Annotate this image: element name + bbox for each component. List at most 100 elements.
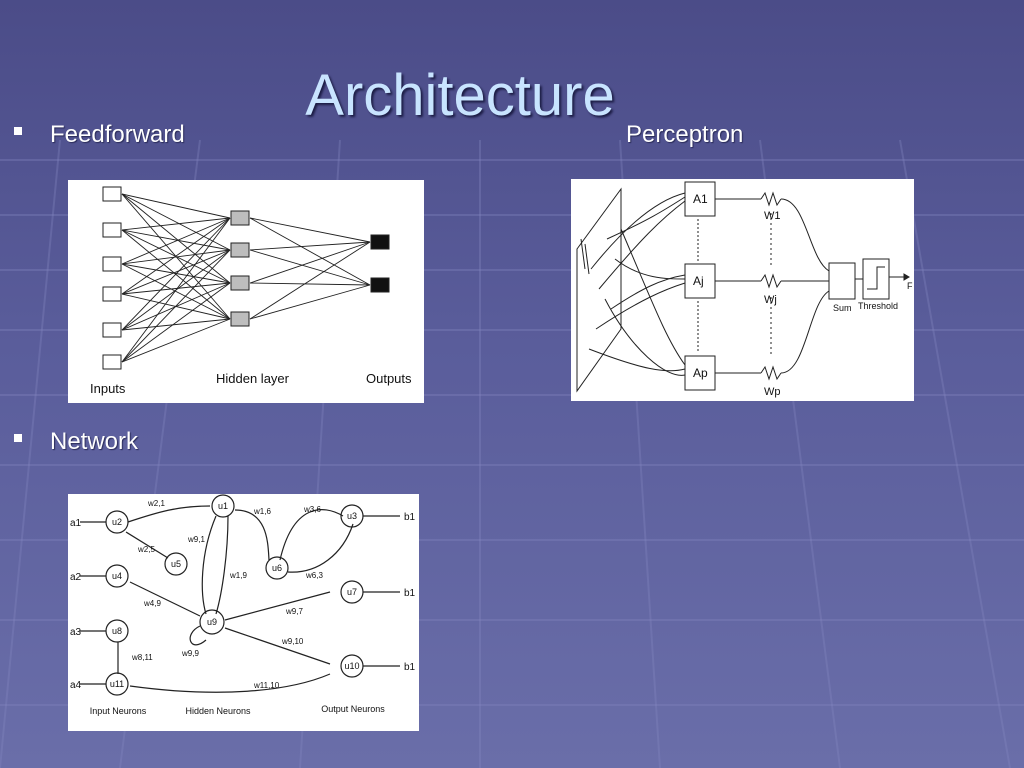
hidden-neurons-label: Hidden Neurons bbox=[185, 706, 251, 716]
threshold-box bbox=[862, 258, 890, 300]
neuron-u2 bbox=[105, 510, 129, 534]
neuron-u2-label: u2 bbox=[112, 517, 122, 527]
edge-u2-u5 bbox=[125, 531, 169, 559]
input-node bbox=[102, 354, 122, 370]
feedforward-edge bbox=[121, 249, 231, 363]
feedforward-edge bbox=[121, 217, 231, 265]
bullet-square-icon bbox=[14, 434, 22, 442]
neuron-u6 bbox=[265, 556, 289, 580]
edge-u9-u1 bbox=[215, 515, 229, 615]
neuron-u9 bbox=[199, 609, 225, 635]
bullet-square-icon bbox=[14, 127, 22, 135]
weight-w19-label: w1,9 bbox=[229, 571, 247, 580]
output-b1-label: b1 bbox=[404, 662, 416, 673]
feedforward-edge bbox=[121, 193, 231, 284]
input-a4-label: a4 bbox=[70, 680, 82, 691]
edge-u1-u9 bbox=[201, 515, 217, 615]
neuron-u5-label: u5 bbox=[171, 559, 181, 569]
feedforward-edge bbox=[121, 193, 231, 219]
neuron-u8 bbox=[105, 619, 129, 643]
inputs-label: Inputs bbox=[90, 381, 126, 396]
bullet-feedforward: Feedforward bbox=[50, 121, 185, 148]
input-node bbox=[102, 186, 122, 202]
perceptron-diagram: A1 Aj Ap W1 Wj Wp Sum Threshold F bbox=[571, 179, 914, 401]
weight-w910-label: w9,10 bbox=[281, 637, 304, 646]
feedforward-edge bbox=[249, 241, 371, 251]
weight-w63-label: w6,3 bbox=[305, 571, 323, 580]
feedforward-edges bbox=[121, 193, 371, 363]
perceptron-connection bbox=[590, 192, 686, 270]
neuron-u11 bbox=[105, 672, 129, 696]
weight-w99-label: w9,9 bbox=[181, 649, 199, 658]
weight-w49-label: w4,9 bbox=[143, 599, 161, 608]
neuron-u6-label: u6 bbox=[272, 563, 282, 573]
perceptron-connection bbox=[588, 348, 686, 372]
perceptron-connection bbox=[595, 282, 686, 330]
ap-label: Ap bbox=[693, 366, 708, 380]
weight-w21-label: w2,1 bbox=[147, 499, 165, 508]
input-node bbox=[102, 256, 122, 272]
feedforward-edge bbox=[121, 263, 231, 320]
feedforward-edge bbox=[121, 249, 231, 295]
perceptron-heading: Perceptron bbox=[626, 121, 744, 148]
feedforward-edge bbox=[121, 217, 231, 363]
edge-u2-u1 bbox=[127, 505, 211, 523]
edge-u6-u3 bbox=[287, 523, 354, 573]
feedforward-edge bbox=[121, 318, 231, 363]
feedforward-edge bbox=[121, 229, 231, 251]
neuron-u8-label: u8 bbox=[112, 626, 122, 636]
hidden-layer-label: Hidden layer bbox=[216, 371, 290, 386]
retina-mark bbox=[584, 243, 590, 275]
neuron-u4 bbox=[105, 564, 129, 588]
input-a1-label: a1 bbox=[70, 518, 82, 529]
edge-u9-u4 bbox=[129, 581, 201, 617]
input-a2-label: a2 bbox=[70, 572, 82, 583]
outputs-label: Outputs bbox=[366, 371, 412, 386]
edge-u9-u9 bbox=[189, 625, 207, 646]
bullet-network: Network bbox=[50, 428, 139, 455]
weight-wj bbox=[760, 273, 782, 289]
weight-w36-label: w3,6 bbox=[303, 505, 321, 514]
weight-w1 bbox=[760, 191, 782, 207]
sum-box bbox=[828, 262, 856, 300]
neuron-u10-label: u10 bbox=[344, 661, 359, 671]
hidden-node bbox=[230, 242, 250, 258]
neuron-u1-label: u1 bbox=[218, 501, 228, 511]
edge-u11-u10 bbox=[129, 673, 331, 693]
neuron-u7 bbox=[340, 580, 364, 604]
neuron-u4-label: u4 bbox=[112, 571, 122, 581]
weight-w16-label: w1,6 bbox=[253, 507, 271, 516]
perceptron-connection bbox=[606, 196, 686, 240]
slide-title: Architecture bbox=[305, 63, 615, 128]
hidden-node bbox=[230, 210, 250, 226]
neuron-u1 bbox=[211, 494, 235, 518]
output-node bbox=[370, 277, 390, 293]
perceptron-connection bbox=[598, 200, 686, 290]
threshold-label: Threshold bbox=[858, 301, 898, 311]
aj-label: Aj bbox=[693, 274, 704, 288]
perceptron-connection bbox=[610, 274, 686, 310]
edge-u1-u6 bbox=[234, 509, 270, 561]
perceptron-connection bbox=[604, 298, 686, 376]
retina-plane bbox=[576, 187, 622, 393]
input-node bbox=[102, 322, 122, 338]
neuron-u3-label: u3 bbox=[347, 511, 357, 521]
feedforward-edge bbox=[121, 217, 231, 331]
input-node bbox=[102, 286, 122, 302]
feedforward-edge bbox=[249, 217, 371, 243]
weight-wp bbox=[760, 365, 782, 381]
perceptron-connection bbox=[614, 258, 686, 280]
feedforward-edge bbox=[121, 217, 231, 295]
output-b1-label: b1 bbox=[404, 588, 416, 599]
feedforward-edge bbox=[249, 284, 371, 320]
neuron-u5 bbox=[164, 552, 188, 576]
weight-w97-label: w9,7 bbox=[285, 607, 303, 616]
hidden-node bbox=[230, 311, 250, 327]
edge-u9-u10 bbox=[224, 627, 331, 665]
neuron-u10 bbox=[340, 654, 364, 678]
feedforward-edge bbox=[249, 241, 371, 320]
hidden-node bbox=[230, 275, 250, 291]
feedforward-edge bbox=[121, 282, 231, 363]
feedforward-edge bbox=[121, 249, 231, 265]
feedforward-edge bbox=[249, 282, 371, 286]
